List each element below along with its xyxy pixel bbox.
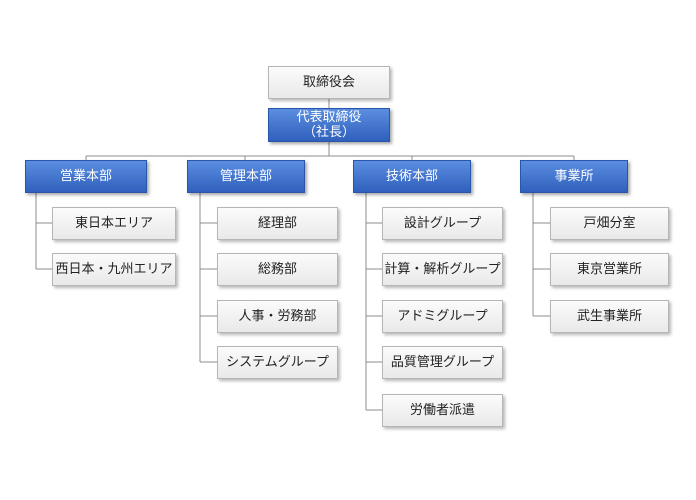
dept-admin-group: アドミグループ	[382, 300, 503, 333]
board-box: 取締役会	[268, 66, 390, 99]
dept-calc-analysis-group: 計算・解析グループ	[382, 253, 503, 286]
president-box: 代表取締役 （社長）	[268, 108, 390, 142]
dept-accounting: 経理部	[217, 207, 338, 240]
dept-design-group: 設計グループ	[382, 207, 503, 240]
office-tokyo-sales: 東京営業所	[550, 253, 669, 286]
dept-general-affairs: 総務部	[217, 253, 338, 286]
dept-system-group: システムグループ	[217, 346, 338, 379]
dept-west-japan-kyushu-area: 西日本・九州エリア	[52, 253, 176, 286]
division-tech: 技術本部	[353, 160, 471, 193]
dept-quality-control-group: 品質管理グループ	[382, 346, 503, 379]
division-office: 事業所	[520, 160, 628, 193]
dept-worker-dispatch: 労働者派遣	[382, 394, 503, 427]
office-tobata-branch: 戸畑分室	[550, 207, 669, 240]
dept-east-japan-area: 東日本エリア	[52, 207, 176, 240]
division-sales: 営業本部	[25, 160, 147, 193]
office-takefu: 武生事業所	[550, 300, 669, 333]
division-admin: 管理本部	[187, 160, 305, 193]
dept-hr-labor: 人事・労務部	[217, 300, 338, 333]
